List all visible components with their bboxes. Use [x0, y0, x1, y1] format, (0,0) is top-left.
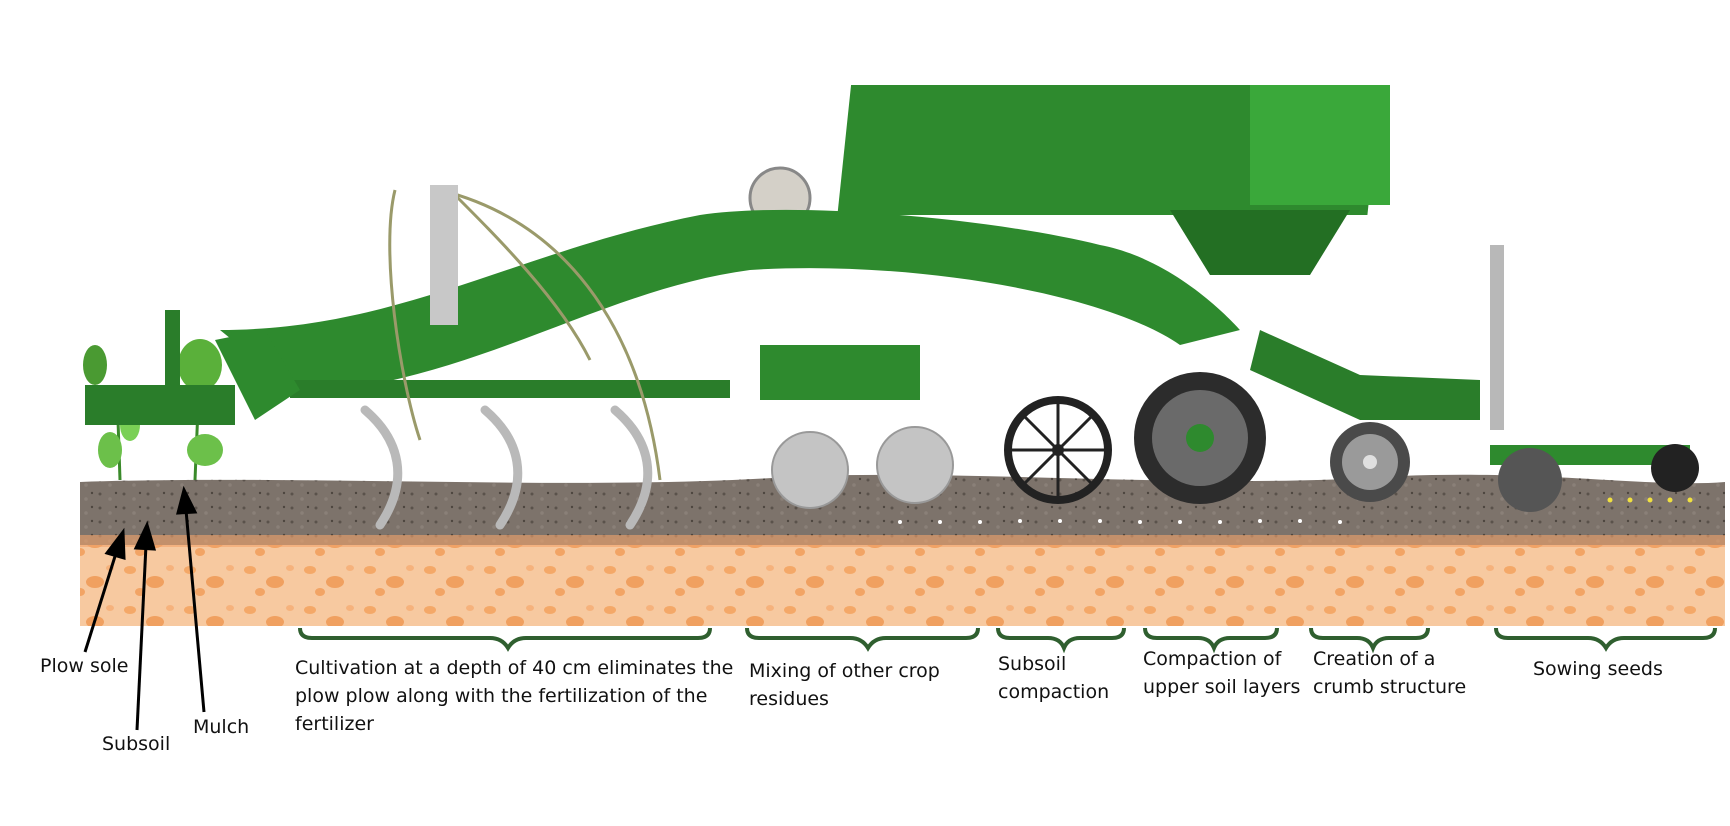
label-mixing: Mixing of other crop residues	[749, 660, 940, 710]
brace-sowing	[1494, 627, 1717, 652]
sown-seeds	[1607, 497, 1693, 503]
tyre-packer	[1134, 372, 1266, 504]
label-cultivation: Cultivation at a depth of 40 cm eliminat…	[295, 657, 734, 735]
seed-drill-machine	[85, 85, 1699, 530]
seed-hopper	[837, 85, 1382, 215]
label-crumb: Creation of a crumb structure	[1313, 648, 1467, 698]
seeding-units	[1490, 444, 1699, 512]
brace-crumb	[1309, 627, 1430, 654]
packer-wheel	[1004, 396, 1112, 504]
disc-frame	[760, 345, 920, 400]
plow-sole-band	[80, 535, 1725, 547]
brace-cultivation	[298, 627, 712, 652]
brace-subsoil	[996, 627, 1126, 654]
front-hitch	[85, 385, 235, 425]
label-subsoil-compaction: Subsoil compaction	[998, 653, 1110, 703]
soil-profile	[80, 474, 1725, 626]
front-mast	[215, 330, 300, 420]
label-plow-sole: Plow sole	[40, 655, 129, 677]
seed-row	[898, 519, 1342, 524]
brace-upper	[1143, 627, 1279, 654]
subsoiler-tines	[360, 405, 653, 530]
pointer-arrows	[83, 485, 206, 731]
fertilizer-tower	[430, 185, 458, 325]
brace-mixing	[745, 627, 980, 652]
label-mulch: Mulch	[193, 716, 250, 738]
label-sowing: Sowing seeds	[1533, 658, 1663, 680]
main-frame	[220, 209, 1240, 395]
disc-harrow	[771, 426, 954, 509]
hydraulic-hoses	[388, 188, 662, 481]
annotation-braces	[298, 627, 1717, 654]
label-upper-compaction: Compaction of upper soil layers	[1143, 648, 1301, 698]
topsoil-grit	[80, 474, 1725, 545]
rear-frame	[1250, 330, 1480, 420]
label-subsoil: Subsoil	[102, 733, 171, 755]
toolbar-beam	[290, 380, 730, 398]
hopper-funnel	[1170, 210, 1350, 275]
rear-mast	[1490, 245, 1504, 430]
crumb-roller	[1330, 422, 1410, 502]
